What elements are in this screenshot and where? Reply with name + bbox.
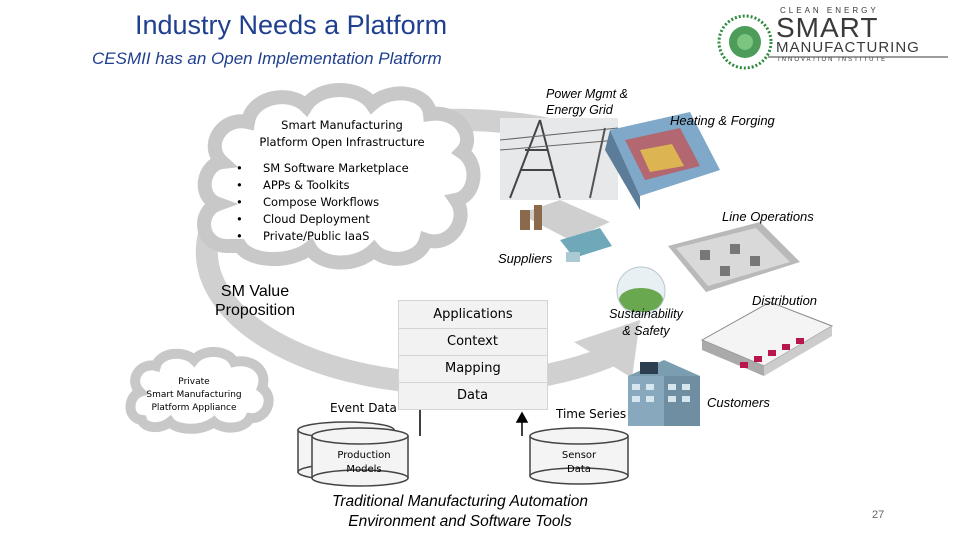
distribution-image [700, 301, 834, 376]
cloud-bullet: •Private/Public IaaS [236, 229, 370, 243]
footer-caption: Traditional Manufacturing Automation Env… [300, 492, 620, 532]
customers-label: Customers [707, 395, 770, 410]
line-operations-label: Line Operations [722, 209, 814, 224]
sustainability-label: Sustainability & Safety [596, 306, 696, 340]
power-label-line2: Energy Grid [546, 103, 613, 117]
heating-forging-label: Heating & Forging [670, 113, 775, 128]
suppliers-factory-image [520, 200, 612, 262]
sm-value-line1: SM Value [220, 283, 290, 300]
slide-subtitle: CESMII has an Open Implementation Platfo… [92, 49, 442, 68]
sustain-line2: & Safety [622, 324, 670, 338]
logo-innovation-institute: INNOVATION INSTITUTE [778, 57, 888, 63]
private-appliance-line3: Platform Appliance [151, 403, 237, 413]
sustain-line1: Sustainability [609, 307, 683, 321]
distribution-label: Distribution [752, 293, 818, 308]
sustainability-globe-image [616, 266, 666, 316]
line-operations-image [668, 222, 800, 292]
page-number: 27 [872, 509, 885, 521]
cloud-bullet-list: •SM Software Marketplace •APPs & Toolkit… [232, 160, 409, 245]
cloud-shape [197, 83, 481, 270]
power-mgmt-label: Power Mgmt & Energy Grid [546, 86, 628, 118]
power-grid-image [499, 118, 619, 200]
footer-line2: Environment and Software Tools [348, 513, 572, 530]
private-appliance-label: Private Smart Manufacturing Platform App… [138, 376, 250, 415]
cloud-title: Smart Manufacturing Platform Open Infras… [232, 117, 452, 151]
production-models-cylinders [297, 421, 409, 487]
suppliers-label: Suppliers [498, 251, 553, 266]
private-appliance-line1: Private [178, 377, 210, 387]
mapping-box: Mapping [398, 355, 548, 383]
context-box: Context [398, 328, 548, 356]
footer-line1: Traditional Manufacturing Automation [332, 493, 588, 510]
cloud-bullet: •Cloud Deployment [236, 212, 370, 226]
heating-forging-image [605, 112, 720, 210]
sensor-data-label: Sensor Data [536, 449, 622, 477]
data-box: Data [398, 382, 548, 410]
event-data-label: Event Data [330, 401, 397, 415]
cesmii-logo [717, 14, 948, 70]
sensor-line1: Sensor [561, 450, 597, 461]
sensor-line2: Data [567, 464, 591, 475]
private-appliance-line2: Smart Manufacturing [146, 390, 242, 400]
sm-value-proposition: SM Value Proposition [200, 282, 310, 320]
cloud-bullet: •APPs & Toolkits [236, 178, 350, 192]
cloud-title-line2: Platform Open Infrastructure [259, 135, 425, 149]
power-label-line1: Power Mgmt & [546, 87, 628, 101]
cloud-bullet: •Compose Workflows [236, 195, 380, 209]
cycle-arrow-head [574, 320, 640, 378]
cloud-bullet: •SM Software Marketplace [236, 161, 409, 175]
logo-clean-energy: CLEAN ENERGY [780, 6, 879, 15]
sensor-data-cylinder [529, 427, 629, 485]
applications-box: Applications [398, 300, 548, 329]
customers-building-image [628, 360, 700, 426]
logo-manufacturing: MANUFACTURING [776, 39, 920, 56]
small-cloud-shape [125, 347, 274, 434]
slide-title: Industry Needs a Platform [135, 10, 448, 40]
production-models-label: Production Models [322, 449, 406, 477]
production-line2: Models [346, 464, 382, 475]
time-series-label: Time Series [556, 407, 627, 421]
logo-smart: SMART [776, 12, 879, 43]
production-line1: Production [337, 450, 391, 461]
cloud-title-line1: Smart Manufacturing [281, 118, 403, 132]
sm-value-line2: Proposition [214, 302, 296, 319]
